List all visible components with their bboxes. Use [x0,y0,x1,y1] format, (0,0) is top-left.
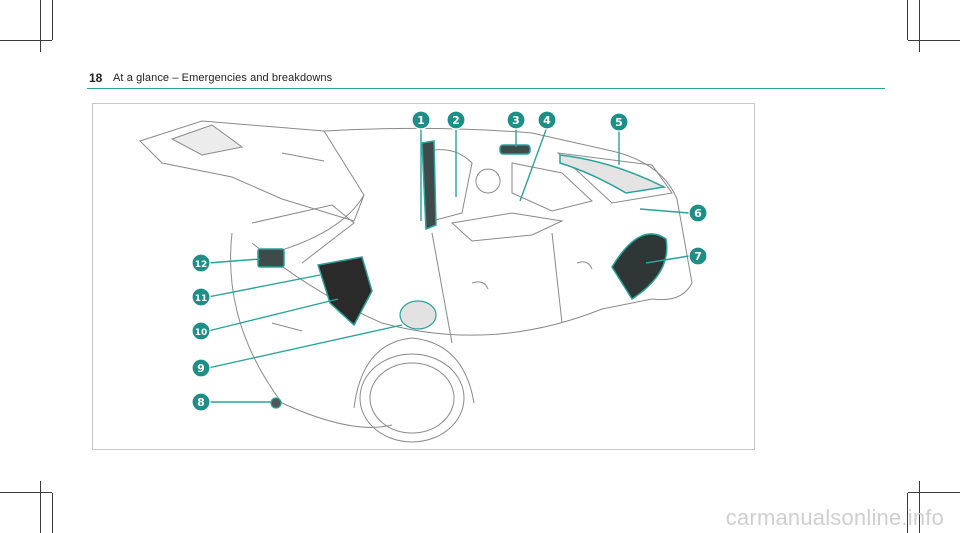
car-illustration: 1 2 3 4 5 6 7 8 9 10 11 12 [139,110,708,443]
callout-2 [446,110,466,130]
crop-mark [0,40,52,41]
callout-3 [506,110,526,130]
crop-mark [908,40,960,41]
crop-mark [52,0,53,40]
callout-5 [609,112,629,132]
callout-5-label: 5 [615,116,623,129]
crop-mark [919,0,920,52]
callout-1 [411,110,431,130]
callout-10 [191,321,211,341]
callout-3-label: 3 [512,114,520,127]
crop-mark [52,493,53,533]
callout-10-label: 10 [195,328,208,338]
callout-11 [191,287,211,307]
callout-2-label: 2 [452,114,460,127]
callout-8-label: 8 [197,396,205,409]
figure-frame [92,103,755,450]
crop-mark [907,493,908,533]
callout-12 [191,253,211,273]
crop-mark [919,481,920,533]
callout-4-label: 4 [543,114,551,127]
crop-mark [908,492,960,493]
callout-6-label: 6 [694,207,702,220]
callout-7 [688,246,708,266]
header-rule [87,88,885,89]
callout-11-label: 11 [195,294,208,304]
crop-mark [0,492,52,493]
page-number: 18 [89,71,103,85]
crop-mark [907,0,908,40]
callout-8 [191,392,211,412]
watermark: carmanualsonline.info [725,505,944,530]
callout-7-label: 7 [694,250,702,263]
crop-mark [40,481,41,533]
callout-6 [688,203,708,223]
callout-12-label: 12 [195,260,208,270]
crop-mark [40,0,41,52]
callout-9-label: 9 [197,362,205,375]
section-title: At a glance – Emergencies and breakdowns [113,72,333,84]
callout-1-label: 1 [417,114,425,127]
callout-9 [191,358,211,378]
callout-4 [537,110,557,130]
